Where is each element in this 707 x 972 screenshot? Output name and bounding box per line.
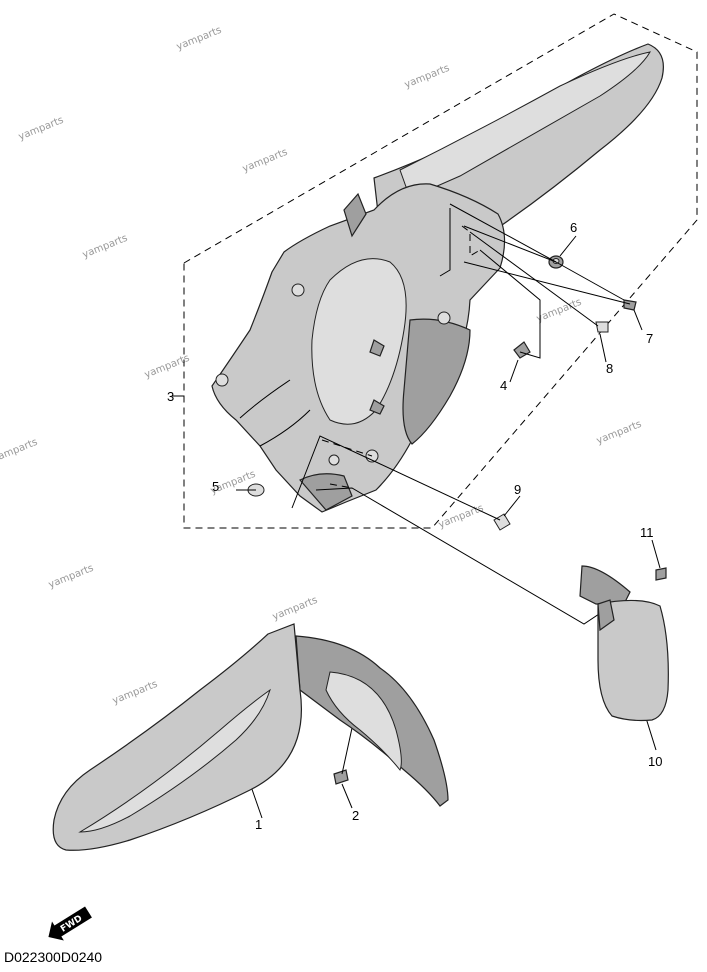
callout-2: 2 xyxy=(352,808,359,823)
watermark: yamparts xyxy=(403,63,451,91)
callout-5: 5 xyxy=(212,479,219,494)
watermark: yamparts xyxy=(175,25,223,53)
front-fender xyxy=(52,623,449,851)
mud-flap xyxy=(579,565,669,722)
callout-9: 9 xyxy=(514,482,521,497)
callout-7: 7 xyxy=(646,331,653,346)
diagram-code: D022300D0240 xyxy=(4,949,102,965)
screw-2 xyxy=(333,769,349,785)
callout-11: 11 xyxy=(640,525,654,540)
collar-9 xyxy=(493,513,511,531)
watermark: yamparts xyxy=(271,595,319,623)
watermark: yamparts xyxy=(0,437,39,465)
watermark: yamparts xyxy=(595,419,643,447)
watermark: yamparts xyxy=(535,297,583,325)
screw-8 xyxy=(595,321,609,333)
callout-8: 8 xyxy=(606,361,613,376)
callout-6: 6 xyxy=(570,220,577,235)
watermark: yamparts xyxy=(111,679,159,707)
clip-4 xyxy=(513,341,531,359)
fasteners xyxy=(247,255,667,785)
watermark: yamparts xyxy=(437,503,485,531)
callouts: 1 2 3 4 5 6 7 8 9 10 11 xyxy=(167,220,662,832)
rear-fender xyxy=(211,43,664,513)
screw-11 xyxy=(655,567,667,581)
callout-4: 4 xyxy=(500,378,507,393)
assembly-3-boundary xyxy=(183,13,698,529)
fwd-arrow-icon: FWD xyxy=(48,906,92,941)
callout-1: 1 xyxy=(255,817,262,832)
watermark: yamparts xyxy=(81,233,129,261)
watermark: yamparts xyxy=(47,563,95,591)
callout-10: 10 xyxy=(648,754,662,769)
watermark: yamparts xyxy=(17,115,65,143)
watermark: yamparts xyxy=(241,147,289,175)
callout-3: 3 xyxy=(167,389,174,404)
bolt-7 xyxy=(623,299,637,311)
